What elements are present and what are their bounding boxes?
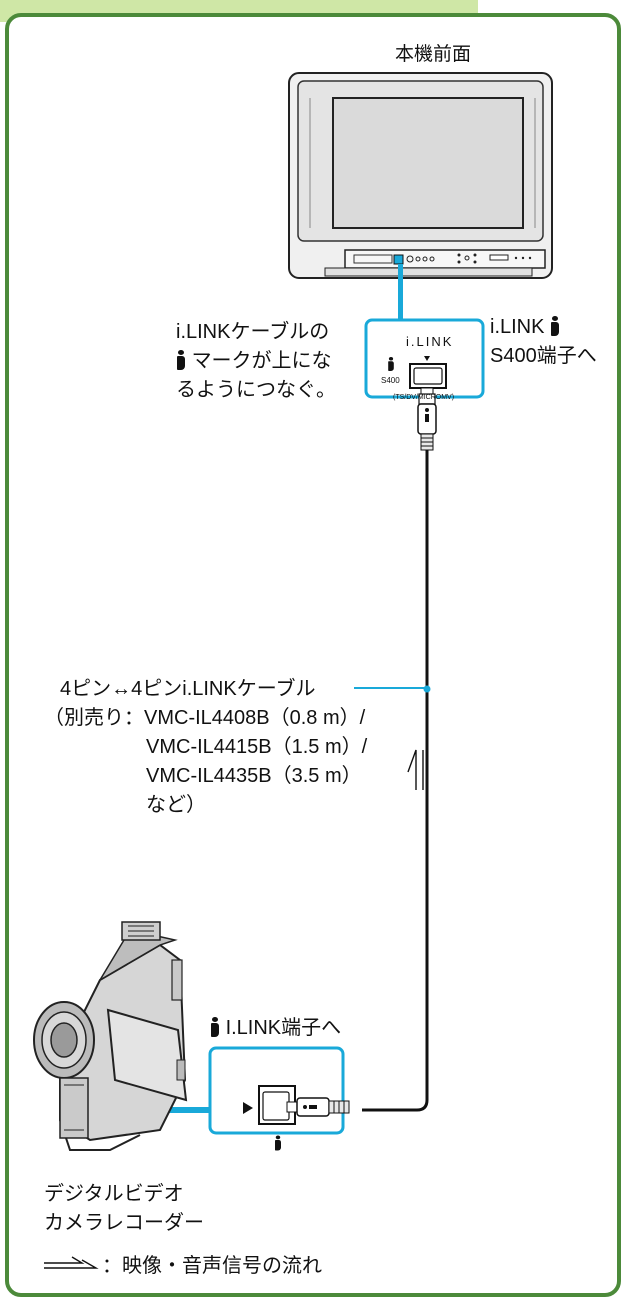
tv-callout-line1: i.LINK [490, 313, 560, 342]
camera-label-line1: デジタルビデオ [44, 1183, 184, 1205]
ilink-logo-icon [388, 357, 395, 371]
panel-formats-label: (TS/DV/MICROMV) [393, 394, 455, 401]
cable-spec-line1: 4ピン↔4ピンi.LINKケーブル [60, 678, 316, 700]
panel-s400-label: S400 [381, 376, 400, 385]
cable-note-line2: マークが上にな [176, 347, 332, 376]
cable-note-line3: るようにつなぐ。 [176, 379, 336, 401]
legend-arrow-icon [44, 1256, 99, 1269]
cable-spec-line3: VMC-IL4415B（1.5 m）/ [146, 736, 368, 758]
ilink-logo-icon [274, 1135, 282, 1151]
tv-illustration [288, 72, 553, 279]
cable-spec-dot [423, 685, 431, 693]
tv-signal-line [398, 264, 403, 320]
panel-brand-label: i.LINK [406, 334, 454, 349]
cable-spec-line5: など） [146, 794, 206, 816]
ilink-logo-icon [550, 316, 560, 336]
camera-label-line2: カメラレコーダー [44, 1212, 204, 1234]
ilink-cable [362, 450, 429, 1112]
cable-spec-line4: VMC-IL4435B（3.5 m） [146, 765, 362, 787]
legend-text: ：映像・音声信号の流れ [102, 1255, 322, 1277]
signal-flow-arrow [407, 749, 424, 790]
ilink-logo-icon [176, 350, 186, 370]
tv-ilink-panel [364, 318, 485, 399]
tv-label: 本機前面 [395, 44, 472, 65]
ilink-logo-icon [210, 1017, 220, 1037]
camcorder-illustration [33, 921, 188, 1151]
cable-note-line1: i.LINKケーブルの [176, 321, 330, 343]
camera-callout: I.LINK端子へ [210, 1014, 341, 1043]
tv-side-plug [417, 387, 437, 451]
tv-callout-line2: S400端子へ [490, 345, 597, 367]
cable-spec-line2: （別売り：VMC-IL4408B（0.8 m）/ [44, 707, 366, 729]
camera-ilink-panel [208, 1046, 350, 1135]
